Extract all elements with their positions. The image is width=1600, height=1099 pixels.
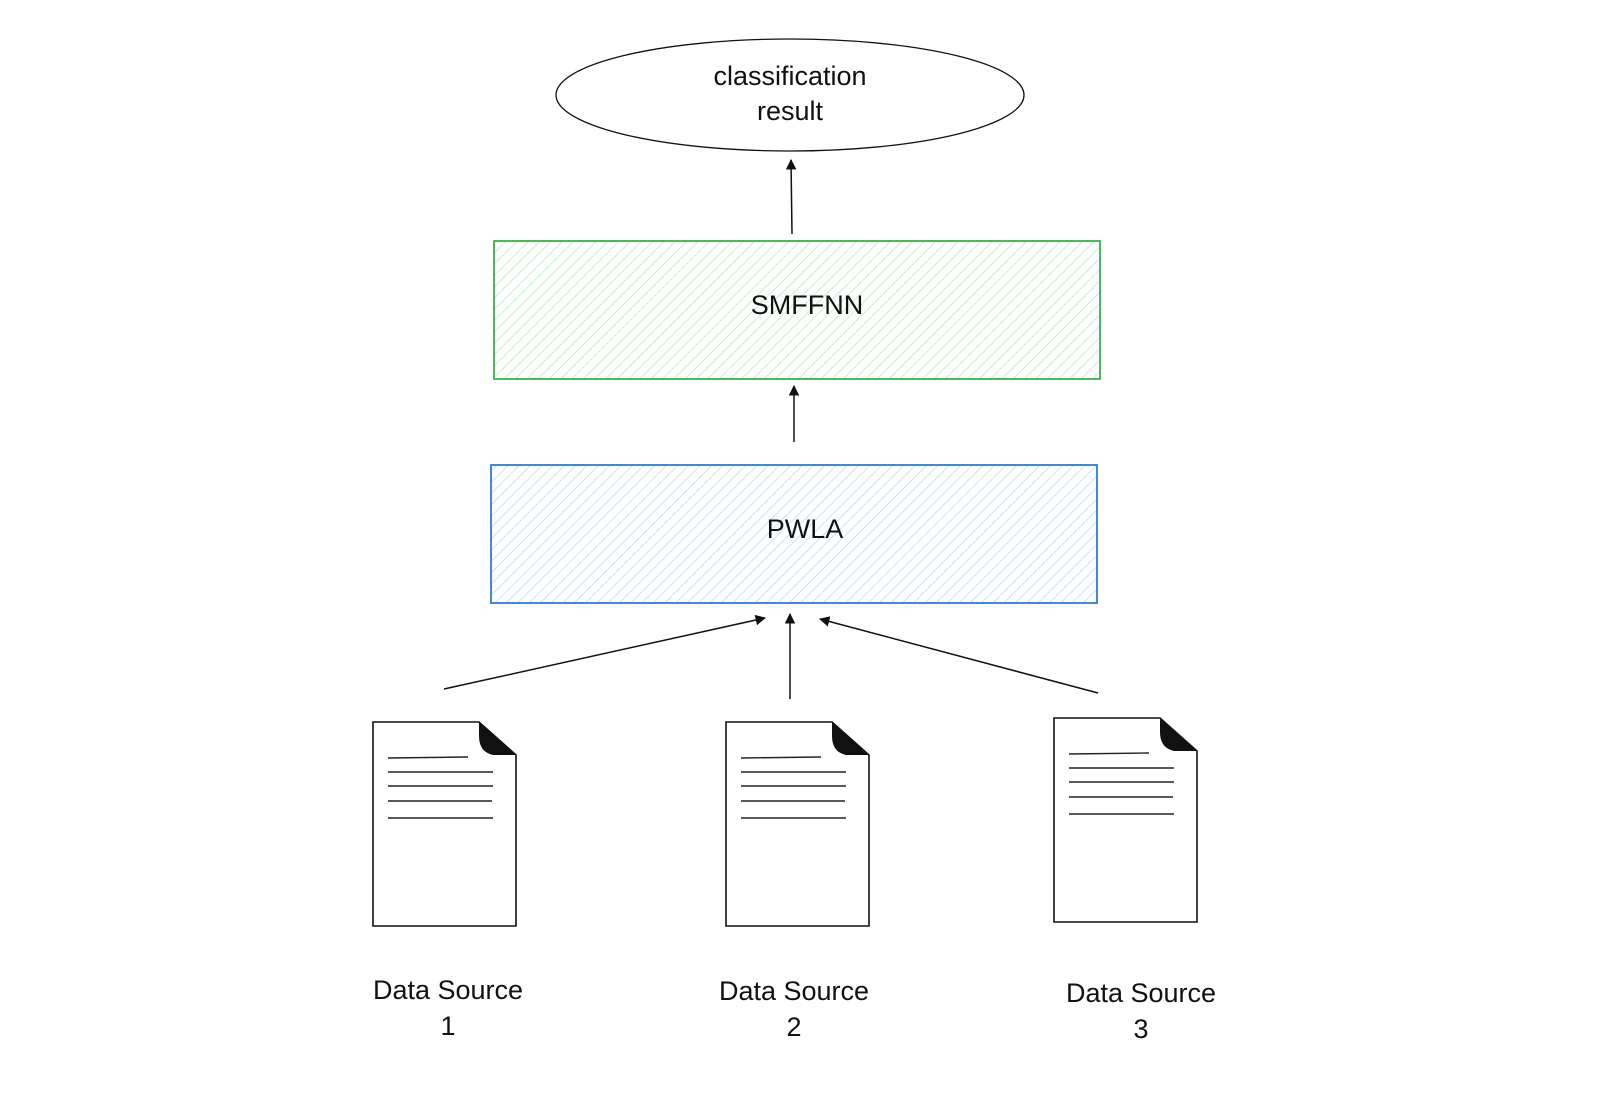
data-source-1-node[interactable] <box>372 721 517 927</box>
data-source-3-node[interactable] <box>1053 717 1198 923</box>
pwla-box <box>490 464 1098 604</box>
data-source-2-label-line2: 2 <box>786 1012 801 1042</box>
smffnn-label: SMFFNN <box>751 290 863 320</box>
edge-source1-to-pwla <box>443 614 767 690</box>
result-ellipse <box>555 38 1025 152</box>
data-source-1-label-line2: 1 <box>440 1011 455 1041</box>
data-source-2-label-line1: Data Source <box>719 976 869 1006</box>
pwla-node[interactable]: PWLA <box>490 464 1098 604</box>
edge-source3-to-pwla <box>818 616 1099 694</box>
document-icon <box>372 721 517 927</box>
data-source-3-label-line1: Data Source <box>1066 978 1216 1008</box>
result-label-line1: classification <box>713 61 866 91</box>
smffnn-box <box>493 240 1101 380</box>
data-source-2-node[interactable] <box>725 721 870 927</box>
data-source-3-label-line2: 3 <box>1133 1014 1148 1044</box>
document-icon <box>725 721 870 927</box>
edge-smffnn-to-result <box>785 158 797 235</box>
result-label-line2: result <box>757 96 824 126</box>
document-icon <box>1053 717 1198 923</box>
classification-result-node[interactable]: classification result <box>555 38 1025 152</box>
data-source-1-label-line1: Data Source <box>373 975 523 1005</box>
smffnn-node[interactable]: SMFFNN <box>493 240 1101 380</box>
pwla-label: PWLA <box>767 514 844 544</box>
